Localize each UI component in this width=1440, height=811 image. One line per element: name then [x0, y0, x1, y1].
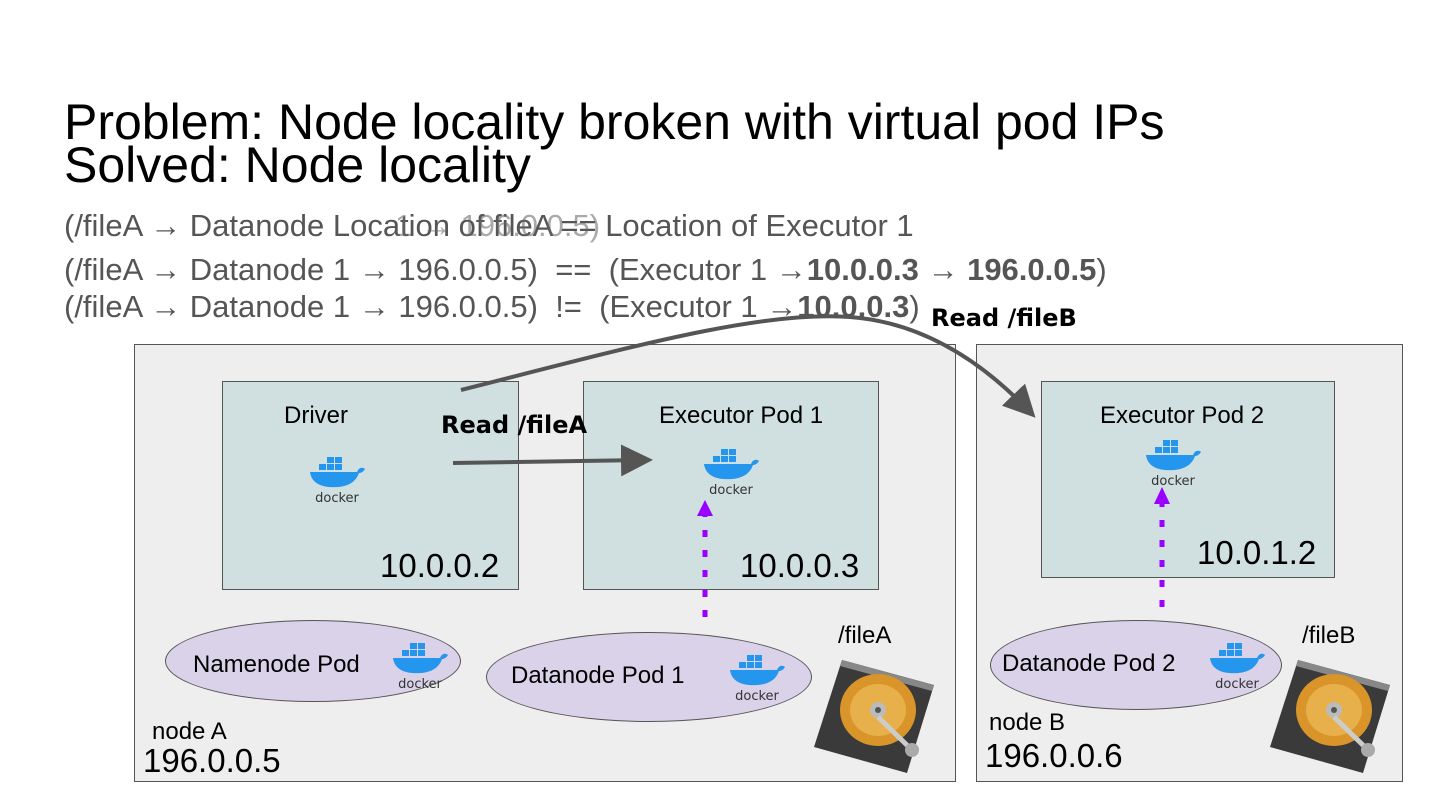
driver-pod: Driver 10.0.0.2 [222, 381, 519, 590]
title-solved: Solved: Node locality [64, 137, 531, 193]
line-c-ip: 196.0.0.5) [398, 289, 538, 324]
node-a-name: node A [152, 718, 227, 745]
node-a-ip: 196.0.0.5 [143, 742, 281, 779]
driver-ip: 10.0.0.2 [380, 547, 500, 584]
datanode-pod-2: Datanode Pod 2 [990, 620, 1282, 710]
line-b-close: ) [1096, 252, 1107, 287]
executor-pod-1: Executor Pod 1 10.0.0.3 [583, 381, 879, 590]
svg-text:docker: docker [315, 491, 359, 506]
read-file-a-arrow [452, 444, 653, 477]
locality-line-notequal: (/fileA → Datanode 1 → 196.0.0.5) != (Ex… [64, 291, 920, 322]
arrow-icon: → [927, 252, 959, 287]
docker-icon: docker [701, 446, 761, 498]
file-a-label: /fileA [838, 622, 892, 649]
node-b-ip: 196.0.0.6 [985, 737, 1123, 774]
line-b-left: (/fileA [64, 252, 142, 287]
executor-2-label: Executor Pod 2 [1100, 402, 1265, 429]
svg-text:docker: docker [398, 677, 442, 692]
docker-icon: docker [307, 454, 367, 506]
docker-icon: docker [727, 652, 787, 704]
driver-label: Driver [284, 402, 348, 429]
line-a-left: (/fileA [64, 208, 142, 243]
docker-icon: docker [1143, 437, 1203, 489]
line-b-eq: == [555, 252, 592, 287]
docker-icon: docker [1207, 640, 1267, 692]
locality-line-overlap: (/fileA → Datanode Location of fileA == … [64, 210, 914, 241]
executor-2-ip: 10.0.1.2 [1197, 534, 1317, 571]
locality-line-overlap-shadow: 1 → 196.0.0.5) [395, 210, 600, 241]
arrow-icon: → [150, 252, 182, 287]
hard-disk-icon [812, 655, 937, 775]
line-b-ip: 196.0.0.5) [398, 252, 538, 287]
line-c-exec: (Executor 1 [599, 289, 758, 324]
line-b-podip: 10.0.0.3 [806, 252, 919, 287]
docker-icon: docker [390, 640, 450, 692]
node-b-name: node B [989, 709, 1066, 736]
executor-pod-2: Executor Pod 2 10.0.1.2 [1041, 381, 1335, 578]
line-a-eq: == [560, 208, 597, 243]
executor-1-ip: 10.0.0.3 [740, 547, 860, 584]
line-a-mid: Datanode Location of fileA [189, 208, 552, 243]
line-b-nodeip: 196.0.0.5 [967, 252, 1097, 287]
arrow-icon: → [775, 252, 807, 287]
arrow-icon: → [150, 208, 182, 243]
datanode-pod-1: Datanode Pod 1 [486, 632, 812, 722]
executor-1-label: Executor Pod 1 [659, 402, 824, 429]
datanode-1-label: Datanode Pod 1 [511, 662, 685, 689]
hard-disk-icon [1268, 655, 1393, 775]
read-file-b-label: Read /fileB [931, 304, 1077, 332]
line-b-datanode: Datanode 1 [189, 252, 351, 287]
datanode-1-link-head [697, 500, 713, 516]
arrow-icon: → [358, 289, 390, 324]
line-c-close: ) [909, 289, 920, 324]
line-a-mid2: 1 → 196.0.0.5) [395, 208, 601, 243]
svg-text:docker: docker [1215, 677, 1259, 692]
namenode-label: Namenode Pod [193, 651, 360, 678]
svg-text:docker: docker [735, 689, 779, 704]
line-c-neq: != [555, 289, 582, 324]
read-file-a-label: Read /fileA [441, 411, 588, 439]
arrow-icon: → [150, 289, 182, 324]
read-file-b-arrow [460, 314, 1036, 418]
datanode-2-link-head [1154, 487, 1170, 504]
arrow-icon: → [358, 252, 390, 287]
svg-text:docker: docker [709, 483, 753, 498]
svg-text:docker: docker [1151, 474, 1195, 489]
locality-line-equal: (/fileA → Datanode 1 → 196.0.0.5) == (Ex… [64, 254, 1107, 285]
datanode-2-label: Datanode Pod 2 [1002, 650, 1176, 677]
line-a-right: Location of Executor 1 [605, 208, 914, 243]
file-b-label: /fileB [1302, 622, 1356, 649]
line-c-left: (/fileA [64, 289, 142, 324]
line-c-datanode: Datanode 1 [189, 289, 351, 324]
title-problem: Problem: Node locality broken with virtu… [64, 94, 1165, 150]
line-b-exec: (Executor 1 [608, 252, 768, 287]
